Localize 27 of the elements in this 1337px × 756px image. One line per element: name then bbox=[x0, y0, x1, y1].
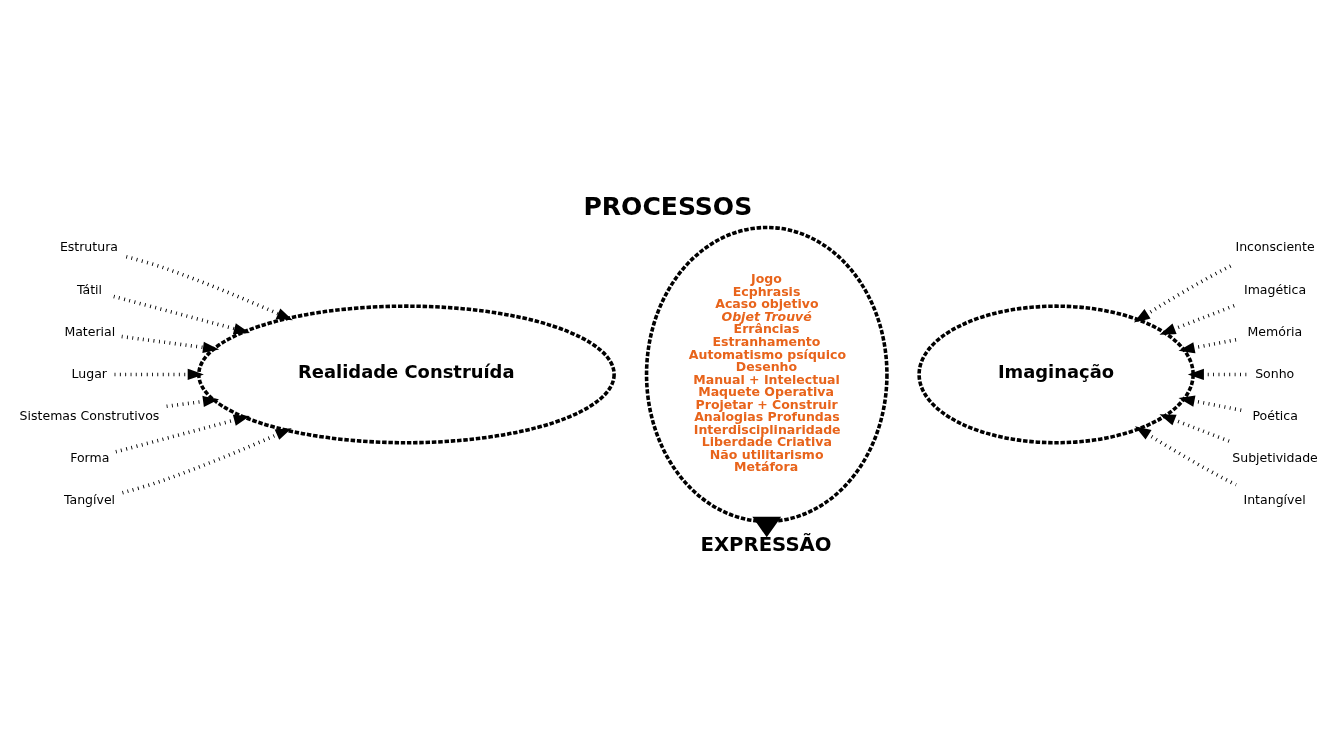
node-text: Poética bbox=[1252, 407, 1298, 423]
node-ellipse: Realidade Construída bbox=[197, 304, 616, 445]
node-text: Forma bbox=[70, 449, 110, 465]
node-text: Sistemas Construtivos bbox=[19, 407, 160, 423]
node-text: Tangível bbox=[63, 492, 116, 508]
arrow bbox=[1134, 426, 1237, 487]
arrow bbox=[125, 254, 293, 321]
node-text: Lugar bbox=[71, 365, 107, 381]
arrow bbox=[166, 395, 220, 409]
arrow bbox=[121, 334, 220, 353]
arrow bbox=[1187, 368, 1248, 381]
node-text: Material bbox=[64, 323, 116, 339]
node-text: Intangível bbox=[1243, 492, 1306, 508]
node-text: Estrutura bbox=[59, 239, 118, 255]
node-text: Sonho bbox=[1255, 365, 1295, 381]
node-text: Memória bbox=[1247, 323, 1303, 339]
node-text: Inconsciente bbox=[1235, 239, 1315, 255]
arrow bbox=[752, 516, 782, 538]
node-text: Subjetividade bbox=[1232, 449, 1318, 465]
diagram-title: PROCESSOS bbox=[583, 192, 753, 222]
node-text: EXPRESSÃO bbox=[700, 533, 832, 557]
arrow bbox=[113, 294, 250, 335]
node-text: Tátil bbox=[76, 281, 103, 297]
node-text: Imagética bbox=[1243, 281, 1307, 297]
arrow bbox=[115, 414, 250, 454]
arrow bbox=[1159, 414, 1233, 445]
arrow bbox=[122, 428, 292, 495]
